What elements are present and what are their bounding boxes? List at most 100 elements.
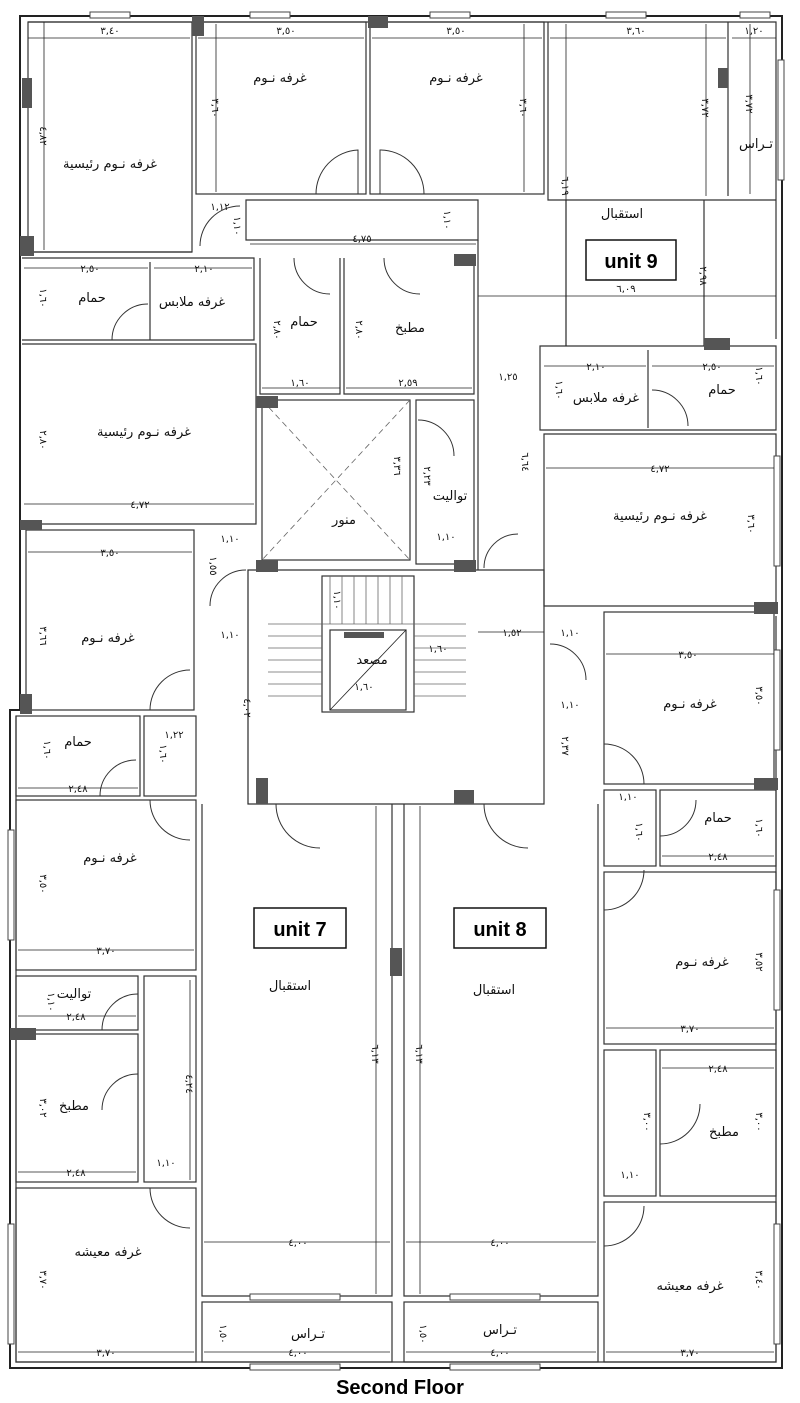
dim-label: ٣,٧٢ xyxy=(743,94,754,113)
unit-label-8: unit 8 xyxy=(473,919,526,941)
dim-label: ٦,١٩ xyxy=(559,176,570,195)
dim-label: ١,٦٠ xyxy=(37,288,48,307)
dim-label: ٣,٤٠ xyxy=(753,1270,764,1289)
dimension-lines xyxy=(18,22,776,1353)
room-kitchen-c: مطبخ xyxy=(395,321,425,336)
room-toilet-l: تواليت xyxy=(57,987,92,1002)
room-bed-top1: غرفه نـوم xyxy=(253,71,307,86)
dim-label: ٢,٩٨ xyxy=(697,266,708,286)
room-toilet-c: تواليت xyxy=(433,489,468,504)
dim-label: ١,١٢ xyxy=(210,202,229,213)
room-terrace-8: تـراس xyxy=(483,1323,517,1338)
room-shaft: منور xyxy=(331,513,356,528)
dim-label: ٣,٦٠ xyxy=(517,98,528,117)
room-terrace-7: تـراس xyxy=(291,1327,325,1342)
floor-title: Second Floor xyxy=(336,1377,464,1399)
dim-label: ٢,٤٨ xyxy=(708,1064,728,1075)
room-dress-l1: غرفه ملابس xyxy=(159,295,225,310)
dim-label: ١,٦٠ xyxy=(633,822,644,841)
room-reception-7: استقبال xyxy=(269,979,311,994)
dim-label: ٤,٧٢ xyxy=(130,500,149,511)
dim-label: ٤,٠٢ xyxy=(241,698,252,717)
dim-label: ١,١٠ xyxy=(560,628,579,639)
dim-label: ٣,٥٠ xyxy=(276,26,295,37)
outer-walls xyxy=(9,15,783,1369)
dim-label: ٣,٥٠ xyxy=(37,874,48,893)
dim-label: ١,٥٠ xyxy=(217,1324,228,1343)
dim-label: ٣,٥٠ xyxy=(100,548,119,559)
dim-label: ١,١٠ xyxy=(436,532,455,543)
dim-label: ٣,٠٠ xyxy=(753,1112,764,1131)
dim-label: ٣,٥٠ xyxy=(678,650,697,661)
dim-label: ٢,١٠ xyxy=(194,264,213,275)
dim-label: ٢,٥٠ xyxy=(80,264,99,275)
room-terrace-top: تـراس xyxy=(739,137,773,152)
middle-walls xyxy=(15,399,777,867)
dim-label: ٤,٠٠ xyxy=(288,1238,307,1249)
dim-label: ١,١٠ xyxy=(45,992,56,1011)
dim-label: ١,١٠ xyxy=(441,210,452,229)
dim-label: ١,٥٢ xyxy=(502,628,521,639)
dim-label: ١,١٠ xyxy=(220,534,239,545)
room-kitchen-l: مطبخ xyxy=(59,1099,89,1114)
dim-label: ١,٦٠ xyxy=(290,378,309,389)
dim-label: ٣,٦٦ xyxy=(37,626,48,645)
unit-badge-8: unit 8 xyxy=(453,907,547,949)
dim-label: ٢,٨٠ xyxy=(37,430,48,449)
room-bed-r4: غرفه نـوم xyxy=(675,955,729,970)
doors xyxy=(99,149,701,1247)
dim-label: ٢,٣٧ xyxy=(559,736,570,756)
dim-label: ٤,٧٥ xyxy=(352,234,371,245)
columns xyxy=(10,16,778,1040)
dim-label: ٣,٦٠ xyxy=(626,26,645,37)
unit-label-9: unit 9 xyxy=(604,251,657,273)
room-bath-l3: حمام xyxy=(64,735,92,750)
dim-label: ١,٥٠ xyxy=(417,1324,428,1343)
unit-badge-7: unit 7 xyxy=(253,907,347,949)
dim-label: ٣,٥٠ xyxy=(753,686,764,705)
dim-label: ٢,٤٨ xyxy=(708,852,728,863)
dim-label: ٢,٥٩ xyxy=(398,378,417,389)
dim-label: ٤,٠٠ xyxy=(490,1348,509,1359)
dim-label: ٣,٥٢ xyxy=(753,952,764,971)
room-bath-r1: حمام xyxy=(708,383,736,398)
dim-label: ٢,٤٨ xyxy=(66,1012,86,1023)
dim-label: ٤,٠٠ xyxy=(490,1238,509,1249)
dim-label: ٣,٧٠ xyxy=(680,1024,699,1035)
dim-label: ٣,٧٢ xyxy=(699,98,710,117)
room-bath-c: حمام xyxy=(290,315,318,330)
dim-label: ٢,٨٠ xyxy=(271,320,282,339)
room-living-l: غرفه معيشه xyxy=(74,1245,141,1260)
windows xyxy=(7,11,785,1371)
room-bed-r3: غرفه نـوم xyxy=(663,697,717,712)
dim-label: ١,٦٠ xyxy=(753,366,764,385)
dim-label: ١,١٠ xyxy=(331,590,342,609)
dim-label: ٣,٦٠ xyxy=(745,514,756,533)
dim-label: ١,٦٠ xyxy=(428,644,447,655)
dim-label: ٦,٦٤ xyxy=(519,452,530,471)
dim-label: ٢,٢٣ xyxy=(421,466,432,486)
dim-label: ٣,٧٠ xyxy=(680,1348,699,1359)
room-bath-l1: حمام xyxy=(78,291,106,306)
dim-label: ١,٢٠ xyxy=(744,26,763,37)
dim-label: ٤,٢٤ xyxy=(183,1074,194,1093)
room-master-bed-tl: غرفه نـوم رئيسية xyxy=(63,157,157,172)
dim-label: ١,٦٠ xyxy=(157,744,168,763)
room-bed-l3: غرفه نـوم xyxy=(81,631,135,646)
dim-label: ٣,٥٠ xyxy=(446,26,465,37)
room-bath-r3: حمام xyxy=(704,811,732,826)
dim-label: ١,١٠ xyxy=(220,630,239,641)
dim-label: ٣,٧٠ xyxy=(37,1270,48,1289)
staircase xyxy=(268,576,466,697)
room-elevator: مصعد xyxy=(356,653,387,668)
dimension-labels: ٣,٤٠ ٣,٥٠ ٣,٥٠ ٣,٦٠ ١,٢٠ ٣,٦٠ ٣,٦٠ ٤,٨٢ … xyxy=(37,26,764,1359)
room-master-bed-r2: غرفه نـوم رئيسية xyxy=(613,509,707,524)
unit-label-7: unit 7 xyxy=(273,919,326,941)
dim-label: ٣,٦٠ xyxy=(209,98,220,117)
dim-label: ٣,٧٠ xyxy=(96,946,115,957)
dim-label: ١,١٠ xyxy=(560,700,579,711)
dim-label: ٣,٤٠ xyxy=(100,26,119,37)
dim-label: ٦,٠٩ xyxy=(616,284,635,295)
room-bed-l4: غرفه نـوم xyxy=(83,851,137,866)
lower-walls xyxy=(15,799,777,1363)
